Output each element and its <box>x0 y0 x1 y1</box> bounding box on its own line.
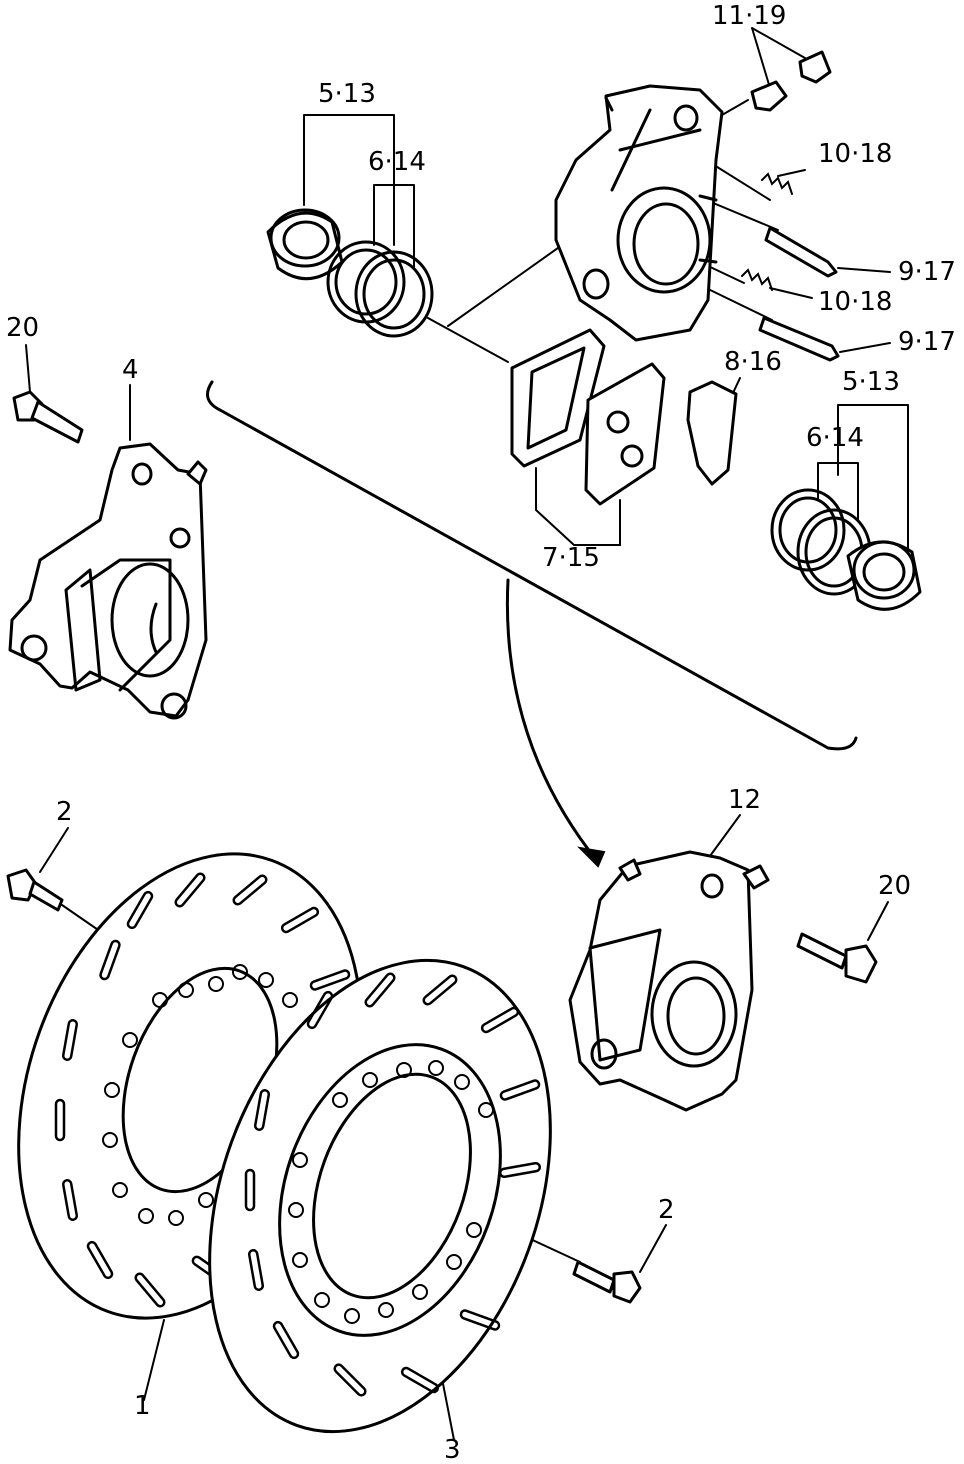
bolt-2-left <box>6 868 64 912</box>
label-9-17-a: 9·17 <box>898 257 956 287</box>
label-5-13-top: 5·13 <box>318 79 376 109</box>
label-10-18-a: 10·18 <box>818 139 892 169</box>
seal-rings-top <box>326 240 434 338</box>
caliper-left <box>8 442 208 720</box>
caliper-12 <box>568 850 770 1112</box>
label-1: 1 <box>134 1391 151 1421</box>
pin-springs <box>741 172 793 291</box>
label-5-13-right: 5·13 <box>842 367 900 397</box>
label-4: 4 <box>122 355 139 385</box>
arrow-head <box>577 846 606 868</box>
label-9-17-b: 9·17 <box>898 327 956 357</box>
bolt-2-right <box>572 1260 642 1304</box>
label-2-right: 2 <box>658 1195 675 1225</box>
disc-3-holes <box>288 1060 494 1324</box>
label-20-left: 20 <box>6 313 39 343</box>
separator-curve <box>206 380 858 751</box>
label-6-14-right: 6·14 <box>806 423 864 453</box>
bleed-screw <box>750 50 832 112</box>
disc-1-holes <box>102 964 298 1226</box>
pad-spring <box>686 380 738 486</box>
bolt-20-left <box>12 390 84 444</box>
label-20-right: 20 <box>878 871 911 901</box>
label-7-15: 7·15 <box>542 543 600 573</box>
piston-right <box>846 540 922 611</box>
label-11-19: 11·19 <box>712 1 786 31</box>
label-3: 3 <box>444 1435 461 1464</box>
caliper-body-exploded <box>554 84 724 342</box>
brake-pads <box>510 328 666 506</box>
label-2-left: 2 <box>56 797 73 827</box>
label-6-14-top: 6·14 <box>368 147 426 177</box>
label-10-18-b: 10·18 <box>818 287 892 317</box>
label-8-16: 8·16 <box>724 347 782 377</box>
caliper-pins <box>758 226 840 362</box>
bolt-20-right <box>796 932 878 984</box>
label-12: 12 <box>728 785 761 815</box>
assembly-arrow <box>505 578 600 864</box>
brake-disc-3 <box>208 958 552 1434</box>
